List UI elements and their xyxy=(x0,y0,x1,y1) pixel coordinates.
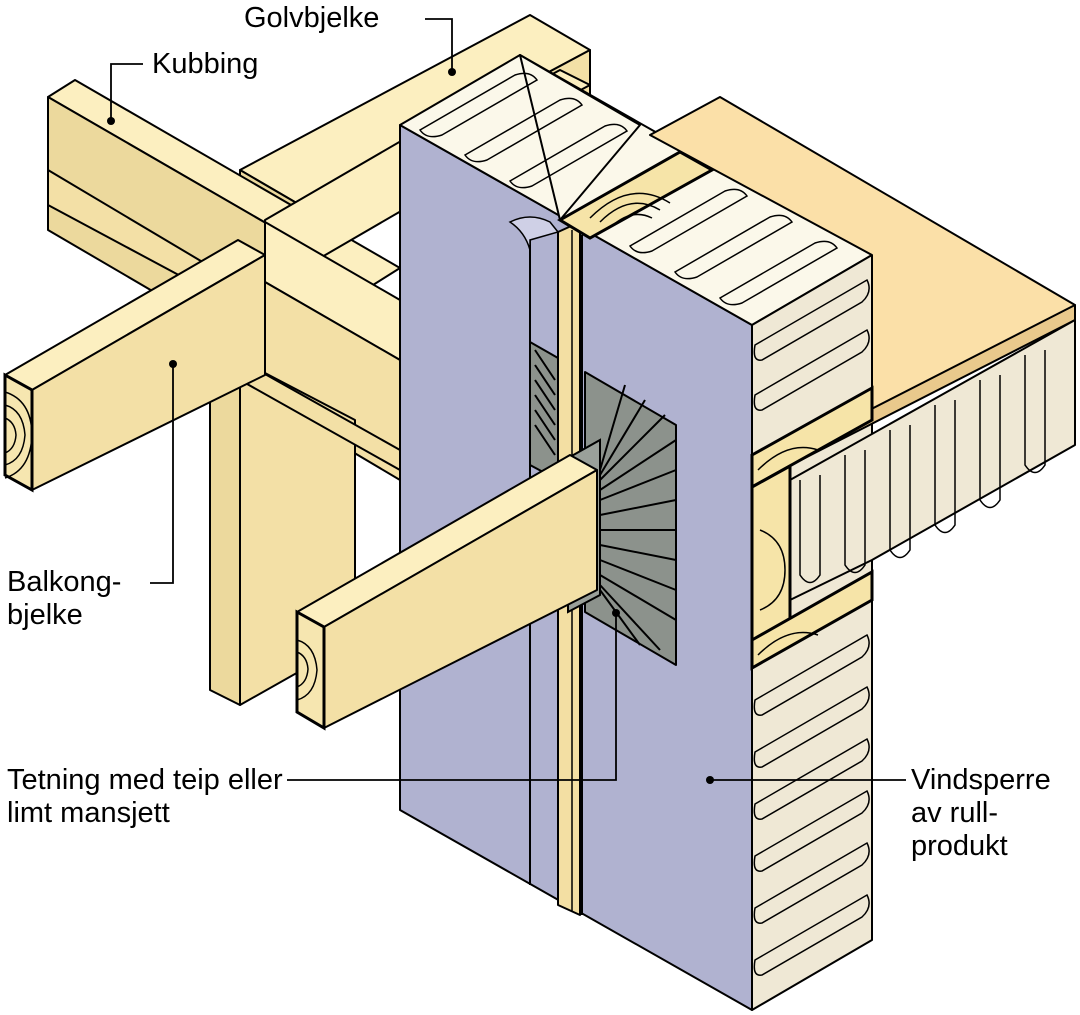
label-tetning-line2: limt mansjett xyxy=(7,797,170,829)
label-kubbing-text: Kubbing xyxy=(152,48,259,80)
label-vindsperre-line1: Vindsperre xyxy=(911,764,1051,796)
label-kubbing: Kubbing xyxy=(152,48,258,81)
leader-lines xyxy=(107,18,906,784)
balcony-beam-left xyxy=(3,239,266,493)
rim-joist-end-grain xyxy=(750,385,874,671)
label-vindsperre-line2: av rull- xyxy=(911,797,999,829)
label-balkongbjelke-line1: Balkong- xyxy=(7,566,122,598)
label-tetning-line1: Tetning med teip eller xyxy=(7,764,283,796)
balcony-beam-center xyxy=(295,454,598,731)
label-balkongbjelke: Balkong- bjelke xyxy=(7,566,121,632)
label-vindsperre-line3: produkt xyxy=(911,830,1008,862)
insulation-top xyxy=(399,54,873,326)
label-tetning: Tetning med teip eller limt mansjett xyxy=(7,764,283,830)
label-golvbjelke: Golvbjelke xyxy=(244,2,379,35)
label-vindsperre: Vindsperre av rull- produkt xyxy=(911,764,1051,863)
label-golvbjelke-text: Golvbjelke xyxy=(244,2,380,34)
label-balkongbjelke-line2: bjelke xyxy=(7,599,83,631)
